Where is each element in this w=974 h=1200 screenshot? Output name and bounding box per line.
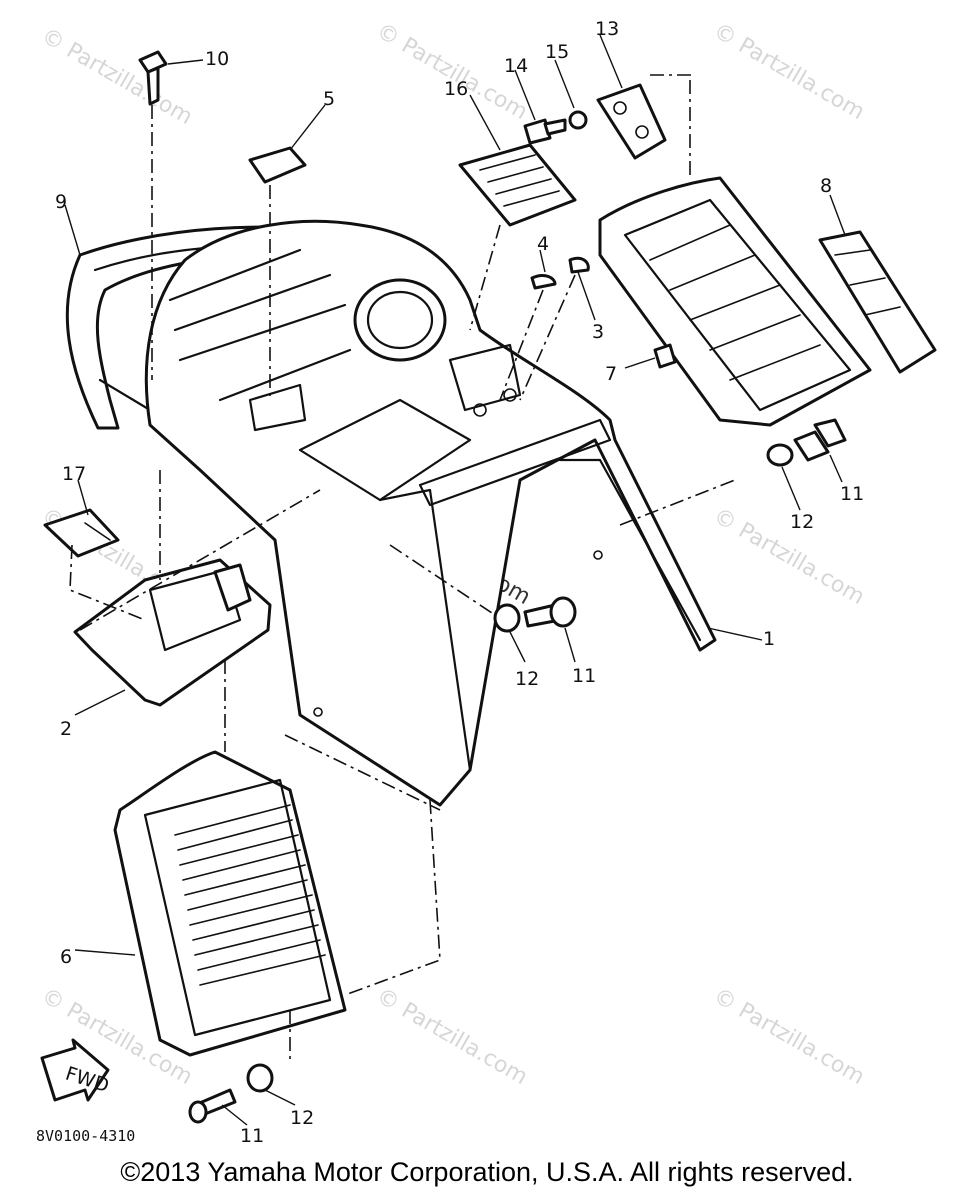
callout-16[interactable]: 16 — [444, 78, 468, 100]
part-5-cap[interactable] — [248, 146, 307, 184]
part-15-nut[interactable] — [568, 110, 588, 130]
part-11-bolt-right[interactable] — [793, 418, 847, 462]
copyright-notice: ©2013 Yamaha Motor Corporation, U.S.A. A… — [120, 1157, 854, 1187]
callout-6[interactable]: 6 — [60, 946, 72, 968]
part-12-collar-center[interactable] — [493, 603, 521, 633]
callout-15[interactable]: 15 — [545, 41, 569, 63]
part-7-grommet[interactable] — [653, 343, 677, 369]
callout-10[interactable]: 10 — [205, 48, 229, 70]
part-12-collar-bottom[interactable] — [246, 1063, 274, 1093]
callout-13[interactable]: 13 — [595, 18, 619, 40]
callout-11-bottom[interactable]: 11 — [240, 1125, 264, 1147]
callout-1[interactable]: 1 — [763, 628, 775, 650]
diagram-code: 8V0100-4310 — [36, 1127, 136, 1145]
callout-9[interactable]: 9 — [55, 191, 67, 213]
callout-11-center[interactable]: 11 — [572, 665, 596, 687]
watermark: © Partzilla.com — [372, 984, 532, 1091]
part-4-clip[interactable] — [530, 274, 557, 290]
watermark: © Partzilla.com — [709, 19, 869, 126]
part-10-bolt[interactable] — [138, 50, 168, 106]
callout-12-right[interactable]: 12 — [790, 511, 814, 533]
watermark: © Partzilla.com — [709, 504, 869, 611]
callout-12-bottom[interactable]: 12 — [290, 1107, 314, 1129]
callout-5[interactable]: 5 — [323, 88, 335, 110]
part-13-bracket[interactable] — [596, 83, 667, 160]
part-11-bolt-center[interactable] — [523, 596, 577, 628]
leader-lines — [64, 34, 846, 1126]
part-17-decal[interactable] — [43, 508, 120, 558]
callout-17[interactable]: 17 — [62, 463, 86, 485]
watermark: © Partzilla.com — [709, 984, 869, 1091]
part-16-label[interactable] — [458, 143, 577, 227]
part-6-lower-grille[interactable] — [113, 750, 347, 1057]
callout-11-right[interactable]: 11 — [840, 483, 864, 505]
callout-4[interactable]: 4 — [537, 233, 549, 255]
callout-3[interactable]: 3 — [592, 321, 604, 343]
part-3-clip[interactable] — [568, 256, 590, 274]
part-14-screw[interactable] — [523, 118, 567, 145]
callout-12-center[interactable]: 12 — [515, 668, 539, 690]
part-8-grille-cover[interactable] — [598, 176, 937, 427]
assembly-lines — [69, 74, 736, 1060]
watermark: © Partzilla.com — [37, 24, 197, 131]
part-12-collar-right[interactable] — [766, 443, 794, 467]
callout-7[interactable]: 7 — [605, 363, 617, 385]
fwd-arrow-icon: FWD — [40, 1038, 112, 1102]
part-1-front-cover[interactable] — [144, 219, 717, 807]
callout-labels: 1 2 3 4 5 6 7 8 9 10 11 11 11 12 12 12 1… — [55, 18, 864, 1147]
callout-14[interactable]: 14 — [504, 55, 528, 77]
callout-8[interactable]: 8 — [820, 175, 832, 197]
part-11-bolt-bottom[interactable] — [188, 1088, 237, 1124]
part-2-panel[interactable] — [73, 558, 272, 707]
callout-2[interactable]: 2 — [60, 718, 72, 740]
